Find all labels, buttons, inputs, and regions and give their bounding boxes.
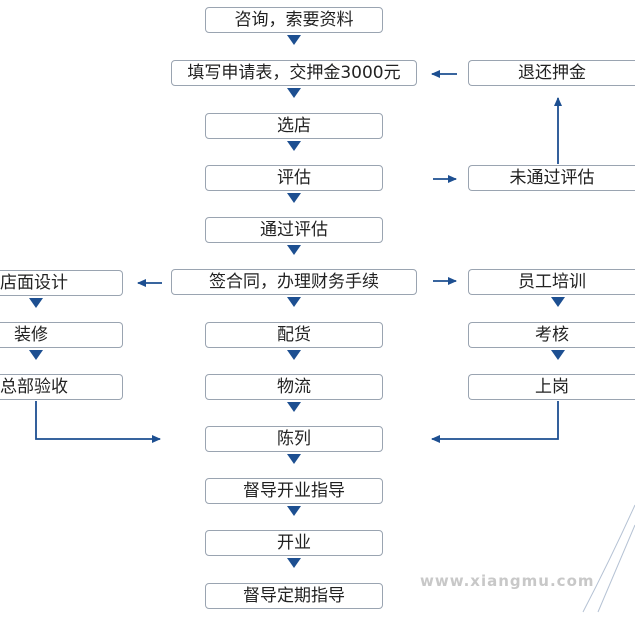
step-display: 陈列 [205,426,383,452]
step-opening-guidance: 督导开业指导 [205,478,383,504]
step-sign-contract: 签合同，办理财务手续 [171,269,417,295]
step-on-duty: 上岗 [468,374,635,400]
down-arrow [29,298,43,308]
down-arrow [287,297,301,307]
down-arrow [287,245,301,255]
arrow-onduty-to-display [431,401,559,443]
down-arrow [287,35,301,45]
down-arrow [287,506,301,516]
down-arrow [287,193,301,203]
down-arrow [551,350,565,360]
step-store-design: 店面设计 [0,270,123,296]
step-consult: 咨询，索要资料 [205,7,383,33]
step-opening: 开业 [205,530,383,556]
down-arrow [29,350,43,360]
down-arrow [287,88,301,98]
step-decoration: 装修 [0,322,123,348]
down-arrow [287,558,301,568]
step-hq-inspection: 总部验收 [0,374,123,400]
step-staff-training: 员工培训 [468,269,635,295]
step-regular-guidance: 督导定期指导 [205,583,383,609]
step-failed-evaluation: 未通过评估 [468,165,635,191]
down-arrow [287,141,301,151]
watermark: www.xiangmu.com [420,572,595,590]
arrow-inspection-to-display [35,401,161,443]
step-assessment: 考核 [468,322,635,348]
step-distribution: 配货 [205,322,383,348]
down-arrow [287,350,301,360]
step-refund-deposit: 退还押金 [468,60,635,86]
decorative-curves [582,504,635,613]
step-pass-evaluation: 通过评估 [205,217,383,243]
step-application: 填写申请表，交押金3000元 [171,60,417,86]
step-select-store: 选店 [205,113,383,139]
down-arrow [551,297,565,307]
step-logistics: 物流 [205,374,383,400]
down-arrow [287,454,301,464]
down-arrow [287,402,301,412]
step-evaluate: 评估 [205,165,383,191]
